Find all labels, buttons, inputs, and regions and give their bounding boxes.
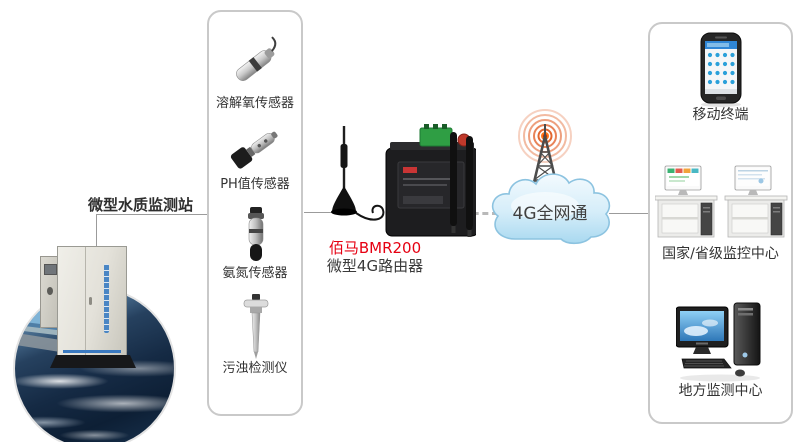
cabinet-display <box>44 264 57 275</box>
sensor-label: 氨氮传感器 <box>222 266 288 281</box>
dissolved-oxygen-sensor-icon <box>236 36 277 81</box>
desktop-computer-icon <box>676 302 761 382</box>
ph-sensor-icon <box>230 131 278 169</box>
ammonia-nitrogen-sensor-icon <box>248 207 264 261</box>
4g-network-icon <box>491 109 611 245</box>
connector-station-drop <box>96 214 97 248</box>
station-cabinet-base <box>50 355 136 368</box>
connector-cloud-to-centers <box>609 213 648 214</box>
sensor-label: 溶解氧传感器 <box>215 96 294 111</box>
connector-sensors-to-router <box>304 212 338 213</box>
router-name-label: 佰马BMR200 <box>328 239 422 257</box>
router-model-label: 微型4G路由器 <box>326 257 424 275</box>
monitoring-desks-icon <box>655 165 788 238</box>
network-label: 4G全网通 <box>512 204 588 224</box>
station-label: 微型水质监测站 <box>88 196 194 214</box>
station-cabinet <box>57 246 127 356</box>
connector-router-to-cloud-dashed <box>463 212 498 215</box>
sensor-label: 污浊检测仪 <box>222 361 288 376</box>
sensor-label: PH值传感器 <box>220 177 290 192</box>
national-center-label: 国家/省级监控中心 <box>662 246 779 262</box>
cabinet-blue-edge <box>63 350 121 353</box>
4g-router-icon <box>331 124 476 237</box>
mobile-terminal-label: 移动终端 <box>692 107 749 123</box>
desk-unit-1 <box>655 165 718 238</box>
cabinet-door-seam <box>85 247 87 355</box>
desk-unit-2 <box>724 165 788 238</box>
cabinet-blue-label-strip <box>104 264 110 334</box>
turbidity-detector-icon <box>243 294 269 359</box>
station-cabinet-side-box <box>40 256 59 328</box>
connector-station-to-sensors <box>96 214 207 215</box>
smartphone-icon <box>700 32 742 107</box>
cabinet-handle <box>89 296 93 305</box>
local-center-label: 地方监测中心 <box>678 383 763 399</box>
cabinet-vent <box>47 287 53 295</box>
